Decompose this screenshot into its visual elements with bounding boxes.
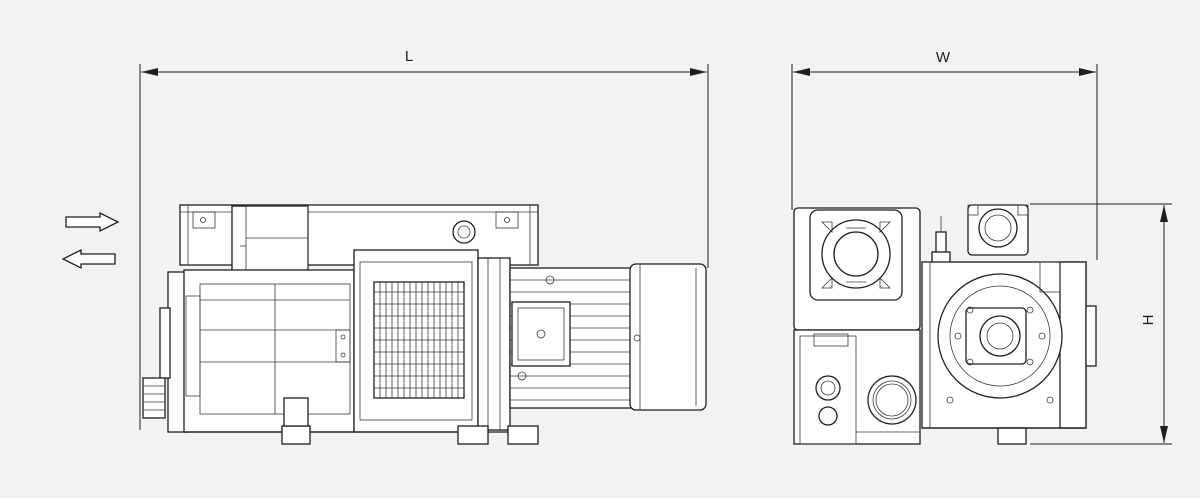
vacuum-pump-side-drawing [142,204,707,445]
arrow-left-outline-icon [61,248,116,270]
dimension-width: W [791,49,1098,260]
arrow-right-outline-icon [65,211,120,233]
flow-arrows [61,211,120,270]
vacuum-pump-end-drawing [793,204,1097,445]
length-label: L [405,48,413,65]
dimension-height: H [1030,203,1172,445]
dimension-length: L [139,48,709,430]
height-label: H [1140,315,1157,326]
width-label: W [936,49,951,66]
